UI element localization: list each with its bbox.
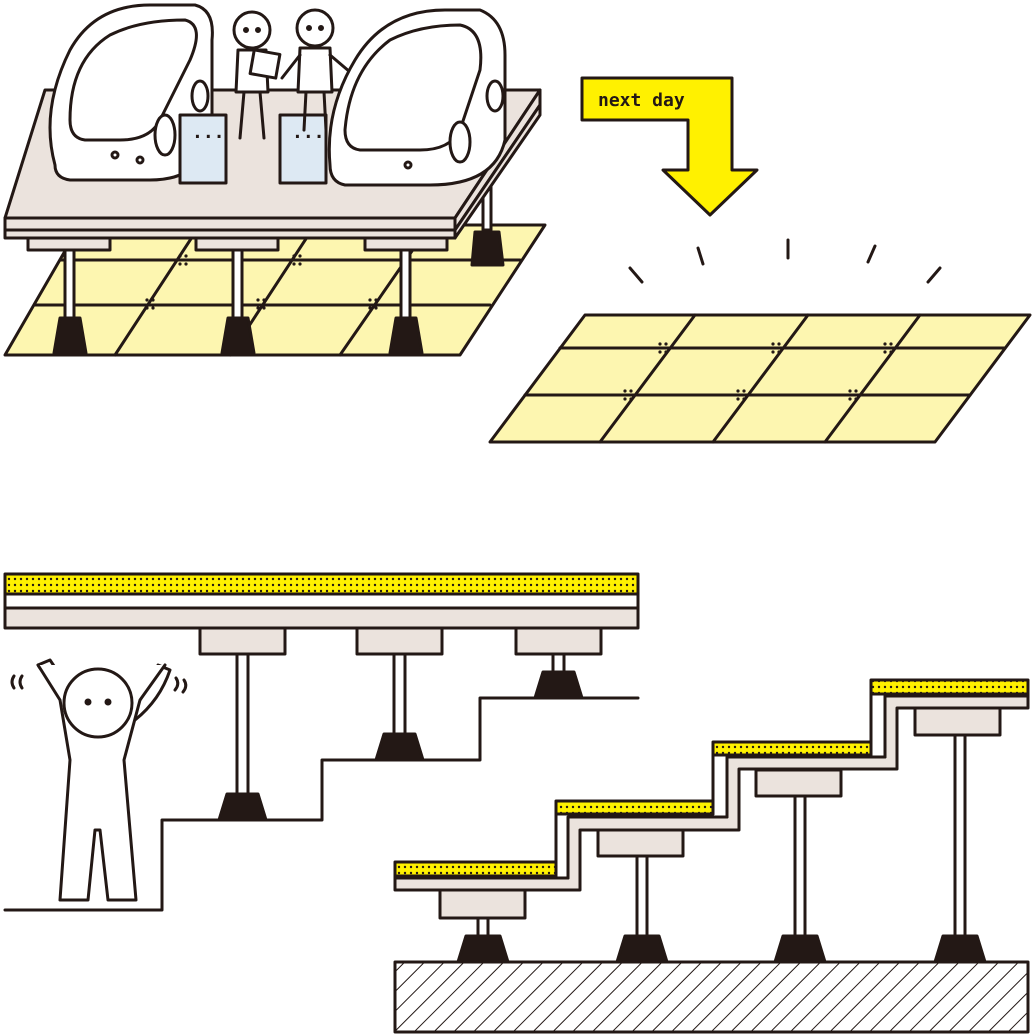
stair-floor-section — [393, 678, 1030, 1034]
right-sign-text: ... — [292, 122, 325, 143]
next-day-label: next day — [598, 90, 685, 111]
next-day-arrow: next day — [580, 76, 759, 217]
person-pointing — [280, 8, 352, 132]
exhibition-scene: ... ... — [3, 3, 547, 357]
dotted-carpet-layer — [3, 572, 640, 596]
stepped-subfloor-section — [3, 572, 640, 912]
left-car — [48, 3, 214, 182]
person-with-clipboard — [232, 10, 282, 140]
tile-joint-dots — [145, 254, 893, 401]
right-car — [327, 8, 507, 187]
cheering-person — [10, 658, 188, 902]
concrete-slab — [393, 960, 1030, 1034]
sparkle-lines — [628, 238, 942, 284]
left-sign: ... — [178, 113, 228, 185]
left-sign-text: ... — [192, 122, 225, 143]
empty-tile-floor — [488, 313, 1032, 444]
right-sign: ... — [278, 113, 328, 185]
